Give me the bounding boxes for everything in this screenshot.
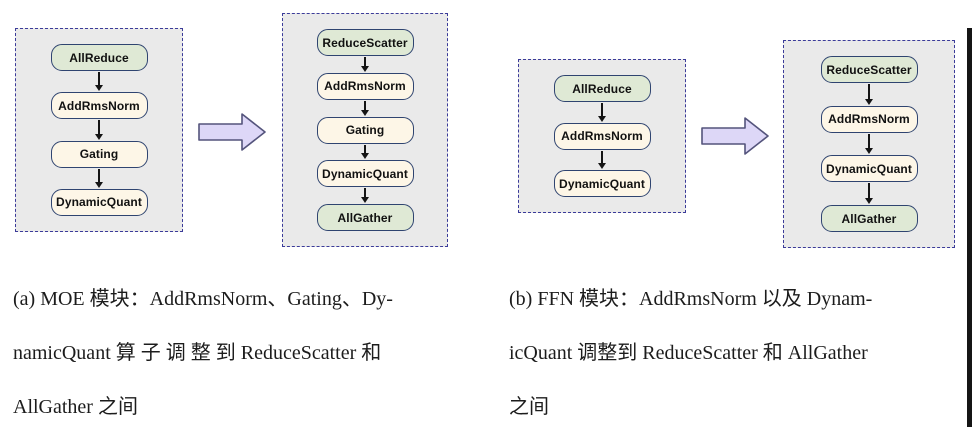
panel-moe-after: ReduceScatter AddRmsNorm Gating DynamicQ…	[282, 13, 448, 247]
down-arrow-icon	[361, 100, 369, 117]
caption-line: icQuant 调整到 ReduceScatter 和 AllGather	[509, 342, 868, 364]
flow-node-allreduce: AllReduce	[553, 75, 651, 102]
down-arrow-icon	[95, 71, 103, 92]
down-arrow-icon	[865, 182, 873, 205]
caption-line: 之间	[509, 396, 549, 418]
flow-node-addrmsnorm: AddRmsNorm	[316, 72, 414, 100]
down-arrow-icon	[865, 133, 873, 156]
flow-node-dynamicquant: DynamicQuant	[316, 160, 414, 188]
flow-node-reducescatter: ReduceScatter	[316, 29, 414, 56]
subcaption-b: (b) FFN 模块：AddRmsNorm 以及 Dynam- icQuant …	[509, 272, 961, 427]
flow-node-gating: Gating	[50, 140, 148, 168]
panel-ffn-after: ReduceScatter AddRmsNorm DynamicQuant Al…	[783, 40, 955, 248]
flow-node-allgather: AllGather	[820, 205, 918, 233]
panel-ffn-before: AllReduce AddRmsNorm DynamicQuant	[518, 59, 686, 213]
page-edge-bar	[967, 28, 972, 427]
down-arrow-icon	[361, 144, 369, 161]
transform-arrow-icon	[701, 117, 769, 155]
flow-node-reducescatter: ReduceScatter	[820, 56, 918, 83]
panel-moe-before: AllReduce AddRmsNorm Gating DynamicQuant	[15, 28, 183, 232]
flow-node-addrmsnorm: AddRmsNorm	[820, 105, 918, 133]
down-arrow-icon	[95, 119, 103, 140]
transform-arrow-icon	[198, 113, 266, 151]
down-arrow-icon	[865, 83, 873, 106]
flow-node-dynamicquant: DynamicQuant	[50, 188, 148, 216]
down-arrow-icon	[95, 168, 103, 189]
flow-node-dynamicquant: DynamicQuant	[553, 170, 651, 197]
flow-node-allgather: AllGather	[316, 204, 414, 231]
flow-node-addrmsnorm: AddRmsNorm	[553, 122, 651, 150]
flow-node-allreduce: AllReduce	[50, 44, 148, 71]
flow-node-gating: Gating	[316, 116, 414, 144]
flow-node-addrmsnorm: AddRmsNorm	[50, 92, 148, 120]
caption-line: (a) MOE 模块：AddRmsNorm、Gating、Dy-	[13, 288, 393, 310]
caption-line: namicQuant 算 子 调 整 到 ReduceScatter 和	[13, 342, 382, 364]
caption-line: AllGather 之间	[13, 396, 138, 418]
down-arrow-icon	[598, 102, 606, 123]
caption-line: (b) FFN 模块：AddRmsNorm 以及 Dynam-	[509, 288, 873, 310]
down-arrow-icon	[598, 150, 606, 171]
subcaption-a: (a) MOE 模块：AddRmsNorm、Gating、Dy- namicQu…	[13, 272, 463, 427]
down-arrow-icon	[361, 56, 369, 73]
down-arrow-icon	[361, 187, 369, 204]
flow-node-dynamicquant: DynamicQuant	[820, 155, 918, 183]
